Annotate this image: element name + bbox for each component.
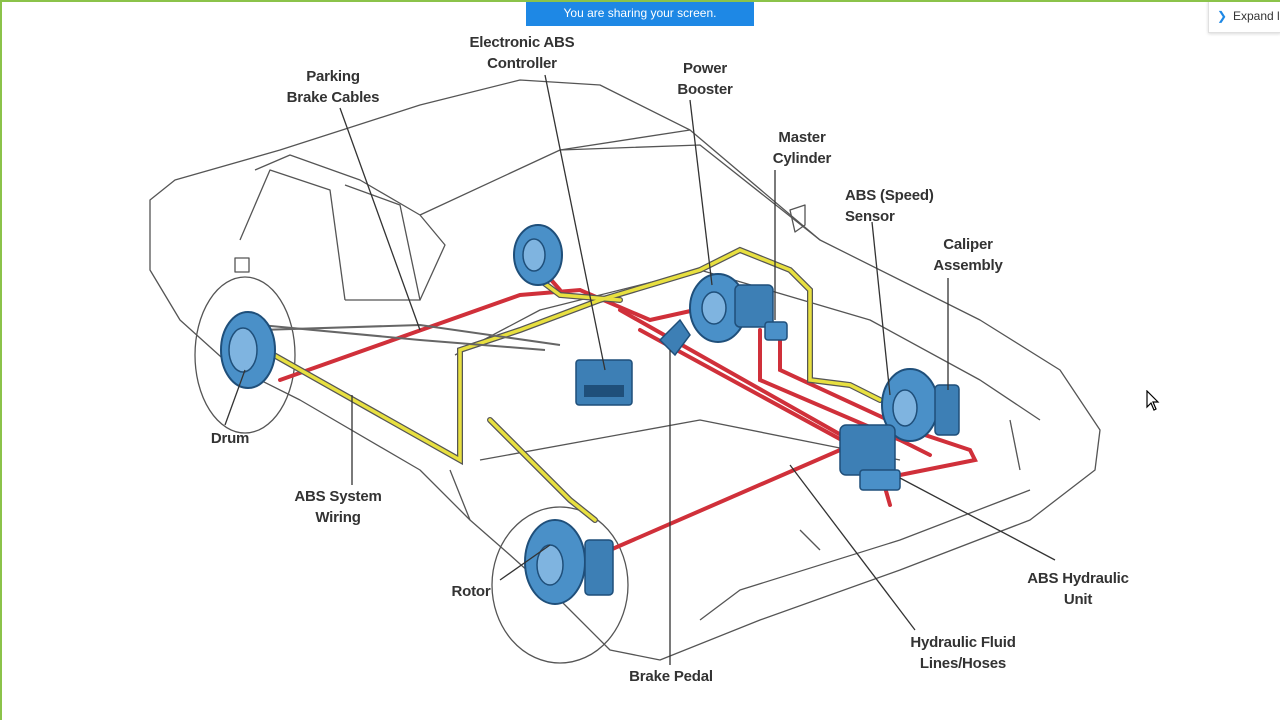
- expand-button[interactable]: ❯ Expand l: [1208, 0, 1280, 33]
- label-caliper-assembly: Caliper Assembly: [933, 236, 1003, 274]
- electronic-abs-controller: [575, 359, 633, 406]
- drum-rear-right: [513, 224, 563, 286]
- brake-pedal: [658, 318, 691, 357]
- label-abs-hydraulic-unit: ABS Hydraulic Unit: [1027, 570, 1129, 608]
- abs-hydraulic-unit: [839, 424, 901, 491]
- label-hydraulic-fluid-lines: Hydraulic Fluid Lines/Hoses: [910, 634, 1016, 672]
- label-abs-speed-sensor: ABS (Speed) Sensor: [845, 187, 934, 225]
- master-cylinder: [734, 284, 788, 341]
- screen-sharing-banner: You are sharing your screen.: [526, 0, 754, 26]
- leader-lines: [224, 74, 1056, 665]
- label-master-cylinder: Master Cylinder: [772, 129, 832, 167]
- rotor-front-left: [524, 519, 614, 605]
- label-brake-pedal: Brake Pedal: [629, 668, 713, 685]
- power-booster: [689, 273, 747, 343]
- expand-label: Expand l: [1233, 9, 1280, 23]
- label-drum: Drum: [210, 430, 250, 447]
- drum-rear-left: [220, 311, 276, 389]
- label-electronic-abs-controller: Electronic ABS Controller: [469, 34, 575, 72]
- caliper-front-right: [881, 368, 960, 442]
- label-power-booster: Power Booster: [677, 60, 733, 98]
- label-rotor: Rotor: [451, 583, 491, 600]
- label-parking-brake-cables: Parking Brake Cables: [286, 68, 380, 106]
- screen-sharing-text: You are sharing your screen.: [563, 6, 717, 20]
- car-outline: [149, 79, 1101, 664]
- chevron-right-icon: ❯: [1217, 9, 1228, 23]
- label-abs-system-wiring: ABS System Wiring: [294, 488, 382, 526]
- mouse-pointer-icon: [1146, 390, 1160, 411]
- parking-brake-cables: [259, 323, 561, 351]
